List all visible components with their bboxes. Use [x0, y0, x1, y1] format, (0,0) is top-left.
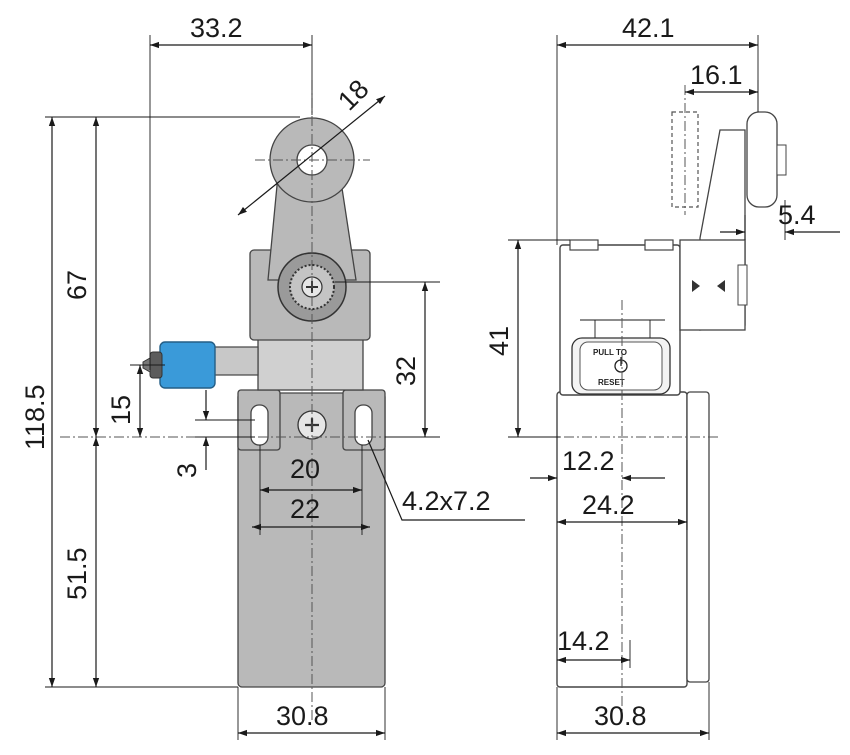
dim-22: 22: [290, 494, 320, 524]
dim-3: 3: [172, 463, 202, 478]
dim-15: 15: [106, 395, 136, 425]
side-lever-arrow-1: [692, 280, 700, 292]
dim-12-2: 12.2: [562, 446, 615, 476]
side-roller-axle: [776, 144, 787, 176]
dim-leader-4-2x7-2: [367, 439, 525, 521]
dim-14-2: 14.2: [557, 626, 610, 656]
dim-42-1: 42.1: [622, 13, 675, 43]
mount-slot-right: [354, 404, 373, 446]
mount-slot-left: [250, 404, 269, 446]
side-view: PULL TO RESET: [510, 85, 787, 715]
dim-118-5: 118.5: [20, 384, 50, 450]
front-dimensions: 33.2 18 118.5 67 51.5 15 3 32: [20, 13, 525, 740]
label-reset: RESET: [598, 378, 625, 387]
dim-41: 41: [484, 326, 514, 356]
dim-24-2: 24.2: [582, 490, 635, 520]
dim-20: 20: [290, 454, 320, 484]
reset-button-stem: [209, 346, 259, 376]
dim-line-18: [237, 95, 386, 216]
side-roller: [746, 111, 778, 208]
dim-67: 67: [62, 270, 92, 300]
dim-30-8-front: 30.8: [276, 701, 329, 731]
side-plate: [686, 391, 710, 683]
side-lever-block: [679, 239, 746, 331]
dim-30-8-side: 30.8: [594, 701, 647, 731]
side-lever-stud: [737, 264, 748, 306]
dim-16-1: 16.1: [690, 60, 743, 90]
dim-5-4: 5.4: [778, 200, 816, 230]
dim-51-5: 51.5: [62, 547, 92, 600]
label-pull-to: PULL TO: [593, 348, 627, 357]
reset-button: [159, 341, 216, 389]
dim-32: 32: [391, 356, 421, 386]
side-head-top-right: [644, 239, 674, 251]
side-lever-arrow-2: [717, 280, 725, 292]
side-dimensions: 42.1 16.1 5.4 41 12.2 24.2 14.2 30.8: [484, 13, 840, 740]
dim-4-2x7-2: 4.2x7.2: [402, 486, 491, 516]
side-head-top-left: [569, 239, 599, 251]
dim-33-2: 33.2: [190, 13, 243, 43]
